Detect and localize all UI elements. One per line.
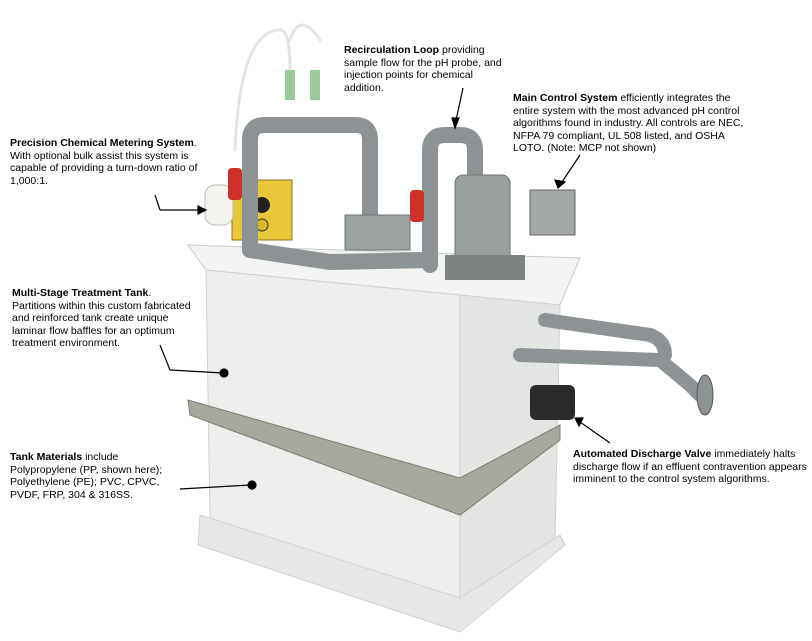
control-box (529, 189, 576, 236)
callout-title: Precision Chemical Metering System (10, 137, 194, 149)
pump-head (204, 184, 234, 226)
callout-precision-chemical-metering: Precision Chemical Metering System. With… (10, 137, 210, 187)
red-valve-handle (228, 168, 242, 200)
recirculation-pump-motor (454, 174, 511, 266)
pointer-dot (219, 368, 229, 378)
callout-tank-materials: Tank Materials include Polypropylene (PP… (10, 451, 185, 501)
callout-title: Main Control System (513, 92, 618, 104)
probe-housing (344, 214, 411, 251)
automated-discharge-valve (530, 385, 575, 420)
tank-base (197, 514, 566, 633)
callout-title: Multi-Stage Treatment Tank (12, 287, 149, 299)
callout-multi-stage-treatment-tank: Multi-Stage Treatment Tank. Partitions w… (12, 287, 192, 350)
callout-title: Automated Discharge Valve (573, 448, 712, 460)
leader-lines (154, 87, 611, 490)
callout-text: immediately halts discharge flow if an e… (573, 448, 807, 485)
callout-main-control-system: Main Control System efficiently integrat… (513, 92, 753, 155)
red-valve-handle (410, 190, 424, 222)
callout-recirculation-loop: Recirculation Loop providing sample flow… (344, 44, 504, 94)
callout-text: include Polypropylene (PP, shown here); … (10, 451, 163, 501)
callout-text: . Partitions within this custom fabricat… (12, 287, 191, 349)
callout-automated-discharge-valve: Automated Discharge Valve immediately ha… (573, 448, 808, 486)
discharge-piping (513, 313, 707, 402)
steel-reinforcement-angle (187, 399, 561, 516)
recirculation-pipes (233, 23, 483, 273)
callout-text: providing sample flow for the pH probe, … (344, 44, 502, 94)
callout-text: . With optional bulk assist this system … (10, 137, 198, 187)
callout-title: Recirculation Loop (344, 44, 440, 56)
callout-text: efficiently integrates the entire system… (513, 92, 744, 154)
callout-title: Tank Materials (10, 451, 83, 463)
pointer-dot (247, 480, 257, 490)
